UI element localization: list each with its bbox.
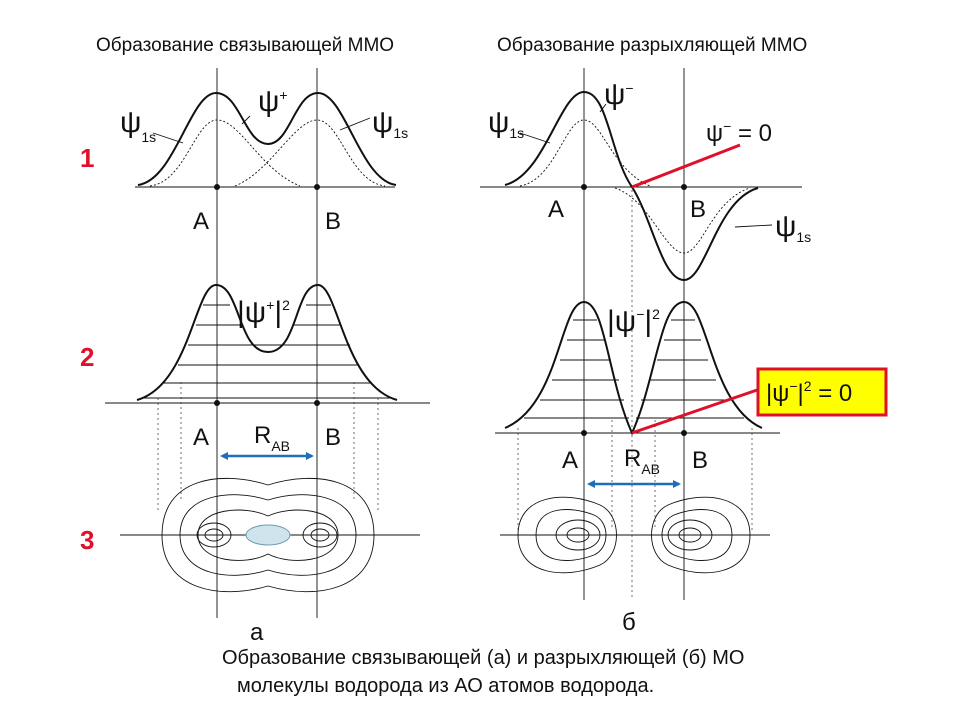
nucleus-a-dot-row2-right <box>581 430 587 436</box>
contour-core-right-b <box>678 527 702 543</box>
contour-outer-right-a <box>517 496 617 574</box>
psi-1s-a-dotted <box>149 119 301 187</box>
label-atom-b-row2-right: B <box>692 447 708 474</box>
contour-core-b1 <box>302 522 338 548</box>
label-r-ab-right: RAB <box>624 445 660 477</box>
label-panel-b: б <box>622 609 636 636</box>
psi-1s-a-pointer-right <box>519 132 551 144</box>
label-psi-minus: ψ− <box>604 78 634 111</box>
antibonding-panel: ψ− ψ1s ψ− = 0 A B ψ1s |ψ−|2 |ψ−|2 = 0 A … <box>480 68 888 636</box>
psi-1s-b-dotted <box>234 119 386 187</box>
label-atom-b-row2-left: B <box>325 424 341 451</box>
contour-third-right-b <box>667 519 713 551</box>
nucleus-b-dot-row1-left <box>314 184 320 190</box>
label-atom-a-row1-left: A <box>193 208 209 235</box>
psi-1s-b-dotted-right <box>614 187 751 254</box>
nucleus-b-dot-row2-right <box>681 430 687 436</box>
label-atom-a-row2-right: A <box>562 447 578 474</box>
label-r-ab-left: RAB <box>254 422 290 454</box>
psi-plus-pointer <box>241 115 251 125</box>
nucleus-a-dot-row2-left <box>214 400 220 406</box>
red-line-psi-zero <box>631 143 741 189</box>
contour-second-right-a <box>535 509 607 561</box>
contour-second-right-b <box>661 509 733 561</box>
label-psi-1s-b: ψ1s <box>372 106 408 141</box>
nucleus-b-dot-row1-right <box>681 184 687 190</box>
psi-minus-pointer <box>599 103 607 113</box>
bonding-panel: ψ+ ψ1s ψ1s A B |ψ+|2 A B RAB а <box>105 68 430 646</box>
contour-core-right-a <box>566 527 590 543</box>
psi-1s-b-pointer <box>339 117 371 131</box>
contour-third-right-a <box>555 519 601 551</box>
label-density-plus: |ψ+|2 <box>237 296 290 329</box>
label-density-minus: |ψ−|2 <box>607 305 660 338</box>
density-hatching-left <box>142 304 392 399</box>
label-psi-1s-b-right: ψ1s <box>775 210 811 245</box>
label-psi-1s-a-right: ψ1s <box>488 106 524 141</box>
label-atom-b-row1-right: B <box>690 196 706 223</box>
psi-1s-b-pointer-right <box>734 224 773 228</box>
density-plus-curve <box>136 283 398 401</box>
label-panel-a: а <box>250 619 264 646</box>
nucleus-a-dot-row1-right <box>581 184 587 190</box>
contour-outer-left <box>161 477 375 593</box>
label-density-minus-zero: |ψ−|2 = 0 <box>766 378 852 407</box>
row-number-1: 1 <box>80 143 94 173</box>
row-number-2: 2 <box>80 342 94 372</box>
overlap-region <box>245 524 291 546</box>
label-psi-plus: ψ+ <box>258 85 288 118</box>
label-atom-a-row1-right: A <box>548 196 564 223</box>
density-hatching-right <box>524 319 744 419</box>
contour-core-a2 <box>204 528 224 542</box>
label-atom-a-row2-left: A <box>193 424 209 451</box>
contour-second-left <box>179 494 357 576</box>
contour-core-b2 <box>310 528 330 542</box>
label-psi-minus-zero: ψ− = 0 <box>706 118 772 147</box>
caption-line-1: Образование связывающей (а) и разрыхляющ… <box>222 647 744 669</box>
title-bonding: Образование связывающей ММО <box>96 35 394 56</box>
label-psi-1s-a: ψ1s <box>120 106 156 145</box>
nucleus-a-dot-row1-left <box>214 184 220 190</box>
red-line-density-zero <box>631 387 761 435</box>
psi-plus-curve <box>137 91 397 186</box>
contour-third-left <box>197 509 339 561</box>
label-atom-b-row1-left: B <box>325 208 341 235</box>
caption-line-2: молекулы водорода из АО атомов водорода. <box>237 675 654 697</box>
title-antibonding: Образование разрыхляющей ММО <box>497 35 807 56</box>
contour-core-a1 <box>196 522 232 548</box>
density-zero-box <box>756 367 888 417</box>
contour-outer-right-b <box>651 496 751 574</box>
row-number-3: 3 <box>80 525 94 555</box>
nucleus-b-dot-row2-left <box>314 400 320 406</box>
psi-1s-a-pointer <box>152 132 184 144</box>
